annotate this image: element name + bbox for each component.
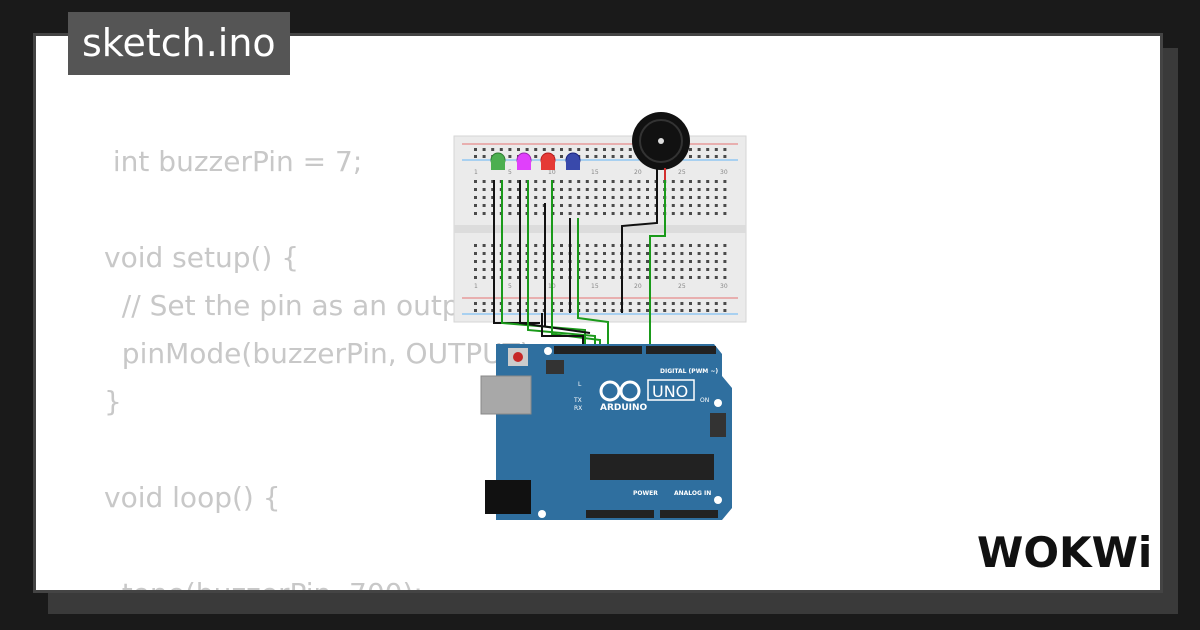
- header-digital-right: [646, 346, 716, 354]
- board-model: UNO: [652, 382, 688, 401]
- code-line: pinMode(buzzerPin, OUTPUT);: [104, 337, 541, 370]
- led-blue[interactable]: [565, 152, 581, 170]
- atmega-chip: [590, 454, 714, 480]
- col-label: 1: [474, 283, 478, 290]
- header-power: [586, 510, 654, 518]
- power-label: POWER: [633, 490, 658, 497]
- code-line: void loop() {: [104, 481, 281, 514]
- col-label: 30: [720, 283, 728, 290]
- code-line: void setup() {: [104, 241, 300, 274]
- header-analog: [660, 510, 718, 518]
- code-line: [104, 522, 540, 570]
- arduino-board: UNO ARDUINO DIGITAL (PWM ~) POWER ANALOG…: [480, 344, 732, 520]
- col-label: 20: [634, 283, 642, 290]
- col-label: 25: [678, 169, 686, 176]
- wokwi-logo-icon: WOKWi: [977, 528, 1151, 575]
- icsp-header-2: [710, 413, 726, 437]
- buzzer[interactable]: [632, 112, 690, 180]
- icsp-header: [546, 360, 564, 374]
- tx-led-label: TX: [573, 397, 582, 404]
- col-label: 10: [548, 169, 556, 176]
- circuit-diagram: 1 5 10 15 20 25 30 1 5 10 15 20 25 30: [453, 112, 747, 520]
- on-label: ON: [700, 397, 709, 404]
- usb-port: [480, 375, 532, 415]
- col-label: 1: [474, 169, 478, 176]
- col-label: 15: [591, 283, 599, 290]
- col-label: 20: [634, 169, 642, 176]
- code-line: }: [104, 385, 122, 418]
- col-label: 5: [508, 283, 512, 290]
- rx-led-label: RX: [574, 405, 582, 412]
- col-label: 30: [720, 169, 728, 176]
- arduino-logo-icon: [599, 380, 641, 402]
- led-green[interactable]: [490, 152, 506, 170]
- header-digital-left: [554, 346, 642, 354]
- board-logo-text: ARDUINO: [600, 403, 648, 413]
- code-line: int buzzerPin = 7;: [104, 145, 363, 178]
- col-label: 15: [591, 169, 599, 176]
- led-magenta[interactable]: [516, 152, 532, 170]
- file-tab[interactable]: sketch.ino: [68, 12, 290, 75]
- col-label: 5: [508, 169, 512, 176]
- l-led-label: L: [578, 381, 582, 388]
- power-jack: [485, 480, 531, 514]
- led-red[interactable]: [540, 152, 556, 170]
- col-label: 25: [678, 283, 686, 290]
- digital-label: DIGITAL (PWM ~): [660, 368, 718, 375]
- analog-label: ANALOG IN: [674, 490, 711, 497]
- wokwi-logo-text: WOKWi: [977, 528, 1151, 575]
- code-line: tone(buzzerPin, 700);: [104, 570, 540, 590]
